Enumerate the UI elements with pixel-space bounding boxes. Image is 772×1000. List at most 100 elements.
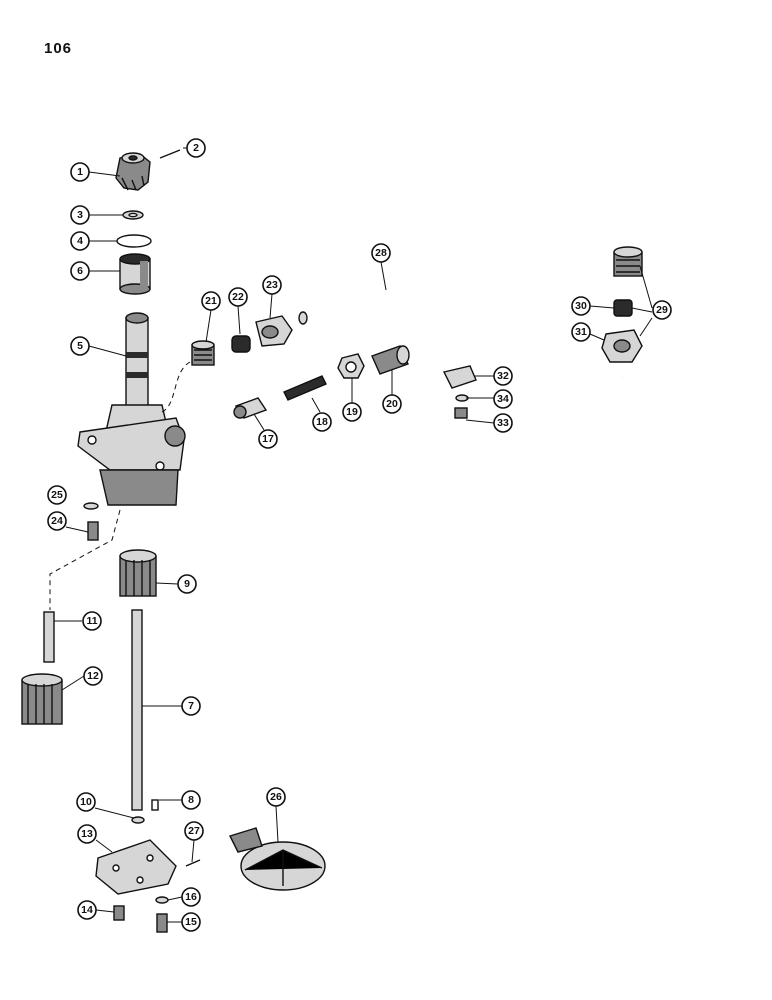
callout-22: 22 xyxy=(228,287,248,307)
callout-13: 13 xyxy=(77,824,97,844)
callout-1: 1 xyxy=(70,162,90,182)
svg-text:32: 32 xyxy=(497,370,509,382)
part-2-pin xyxy=(159,149,181,159)
part-23-nut xyxy=(255,315,293,347)
part-32-clip xyxy=(442,365,477,389)
callout-23: 23 xyxy=(262,275,282,295)
svg-text:15: 15 xyxy=(185,916,197,928)
svg-text:17: 17 xyxy=(262,433,274,445)
callout-28: 28 xyxy=(371,243,391,263)
part-26-screen xyxy=(229,827,326,891)
svg-text:14: 14 xyxy=(81,904,93,916)
svg-text:26: 26 xyxy=(270,791,282,803)
part-3-washer xyxy=(122,210,144,220)
part-19-nut xyxy=(337,353,365,379)
svg-text:28: 28 xyxy=(375,247,387,259)
assembly-line-5-21 xyxy=(161,361,191,413)
part-33-bolt xyxy=(454,407,468,419)
part-11-pin xyxy=(43,611,55,663)
svg-text:3: 3 xyxy=(77,209,83,221)
callout-6: 6 xyxy=(70,261,90,281)
svg-text:16: 16 xyxy=(185,891,197,903)
callout-5: 5 xyxy=(70,336,90,356)
svg-text:24: 24 xyxy=(51,515,63,527)
callout-24: 24 xyxy=(47,511,67,531)
part-6-bushing xyxy=(119,253,151,295)
svg-text:29: 29 xyxy=(656,304,668,316)
callout-3: 3 xyxy=(70,205,90,225)
callout-9: 9 xyxy=(177,574,197,594)
callout-29: 29 xyxy=(652,300,672,320)
svg-text:23: 23 xyxy=(266,279,278,291)
svg-text:1: 1 xyxy=(77,166,83,178)
svg-text:5: 5 xyxy=(77,340,83,352)
callout-27: 27 xyxy=(184,821,204,841)
callout-33: 33 xyxy=(493,413,513,433)
callout-25: 25 xyxy=(47,485,67,505)
part-30-sleeve xyxy=(613,299,633,317)
callout-31: 31 xyxy=(571,322,591,342)
svg-text:34: 34 xyxy=(497,393,509,405)
svg-text:10: 10 xyxy=(80,796,92,808)
part-5-pump-body xyxy=(77,312,186,506)
svg-text:6: 6 xyxy=(77,265,83,277)
part-18-spring xyxy=(283,375,327,401)
callout-26: 26 xyxy=(266,787,286,807)
callout-30: 30 xyxy=(571,296,591,316)
callout-19: 19 xyxy=(342,402,362,422)
part-17-valve xyxy=(233,397,268,419)
callout-14: 14 xyxy=(77,900,97,920)
part-7-shaft xyxy=(131,609,143,811)
part-20-plug xyxy=(371,345,410,375)
svg-text:13: 13 xyxy=(81,828,93,840)
part-15-bolt xyxy=(156,913,168,933)
part-4-ring xyxy=(116,234,152,248)
callout-10: 10 xyxy=(76,792,96,812)
callout-12: 12 xyxy=(83,666,103,686)
svg-text:12: 12 xyxy=(87,670,99,682)
callout-4: 4 xyxy=(70,231,90,251)
svg-text:27: 27 xyxy=(188,825,200,837)
svg-text:33: 33 xyxy=(497,417,509,429)
callout-16: 16 xyxy=(181,887,201,907)
svg-text:22: 22 xyxy=(232,291,244,303)
svg-text:25: 25 xyxy=(51,489,63,501)
callout-7: 7 xyxy=(181,696,201,716)
callout-32: 32 xyxy=(493,366,513,386)
part-25-washer xyxy=(83,502,99,510)
callout-2: 2 xyxy=(186,138,206,158)
part-10-washer xyxy=(131,816,145,824)
part-28-tube xyxy=(298,287,625,388)
part-8-key xyxy=(151,799,159,811)
part-27-pin xyxy=(185,859,201,867)
callout-18: 18 xyxy=(312,412,332,432)
callout-17: 17 xyxy=(258,429,278,449)
part-22-spring xyxy=(231,335,251,353)
svg-text:30: 30 xyxy=(575,300,587,312)
svg-text:11: 11 xyxy=(86,615,97,627)
part-29-fitting xyxy=(613,246,643,277)
assembly-line-5-11 xyxy=(49,509,121,610)
svg-text:21: 21 xyxy=(205,295,217,307)
part-31-nut xyxy=(601,329,643,363)
part-9-gear xyxy=(119,549,157,597)
callout-8: 8 xyxy=(181,790,201,810)
part-16-washer xyxy=(155,896,169,904)
svg-text:2: 2 xyxy=(193,142,199,154)
svg-text:9: 9 xyxy=(184,578,190,590)
part-14-bolt xyxy=(113,905,125,921)
svg-text:20: 20 xyxy=(386,398,398,410)
callout-11: 11 xyxy=(82,611,102,631)
page-number: 106 xyxy=(44,40,73,57)
callout-21: 21 xyxy=(201,291,221,311)
part-1-drive-gear xyxy=(115,152,151,191)
callout-15: 15 xyxy=(181,912,201,932)
svg-text:19: 19 xyxy=(346,406,358,418)
part-12-gear xyxy=(21,673,63,725)
part-24-bolt xyxy=(87,521,99,541)
callout-20: 20 xyxy=(382,394,402,414)
svg-text:18: 18 xyxy=(316,416,328,428)
svg-text:8: 8 xyxy=(188,794,194,806)
svg-text:31: 31 xyxy=(575,326,587,338)
